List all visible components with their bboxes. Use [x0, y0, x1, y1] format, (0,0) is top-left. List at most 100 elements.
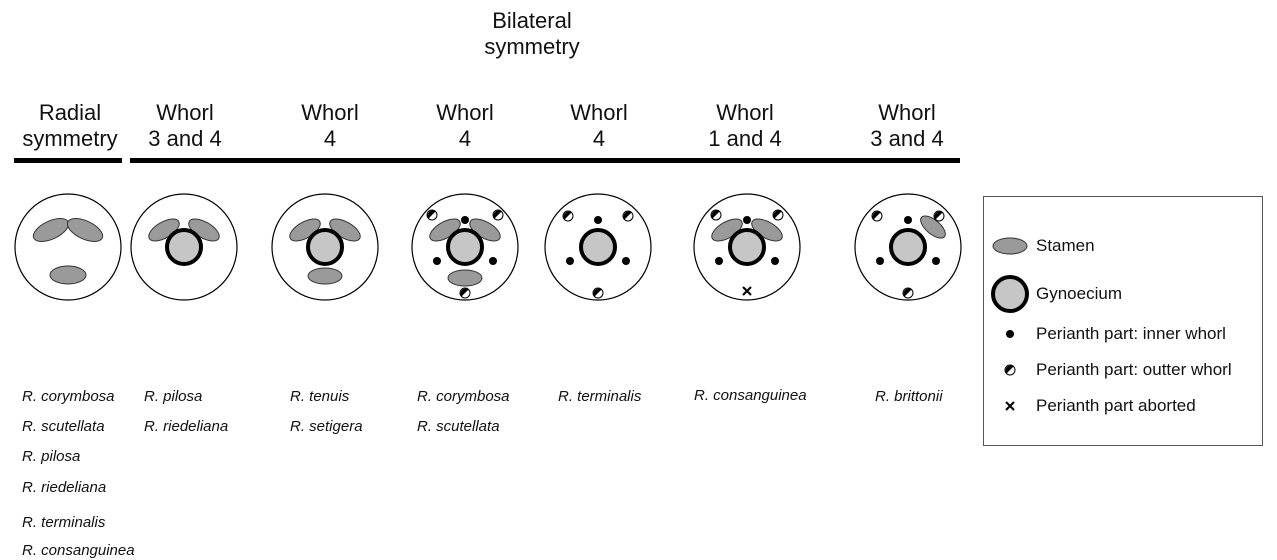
outer-perianth	[710, 209, 722, 221]
gynoecium	[446, 228, 484, 266]
legend-label: Perianth part: inner whorl	[1036, 324, 1226, 343]
outer-perianth	[902, 287, 914, 299]
legend-label: Gynoecium	[1036, 284, 1122, 303]
radial-bar	[14, 158, 122, 163]
outer-perianth	[492, 209, 504, 221]
legend-label: Stamen	[1036, 236, 1095, 255]
species-name: R. scutellata	[22, 418, 105, 435]
species-name: R. scutellata	[417, 418, 500, 435]
header-line: 3 and 4	[148, 126, 222, 151]
gynoecium	[889, 228, 927, 266]
legend-item-stamen: Stamen	[984, 231, 1095, 261]
header-line: Radial	[38, 100, 102, 125]
species-name: R. terminalis	[558, 388, 642, 405]
inner-perianth-icon	[984, 328, 1036, 340]
outer-perianth	[562, 210, 574, 222]
header-line: Whorl	[156, 100, 214, 125]
outer-perianth	[871, 210, 883, 222]
flower-diagram-whorl-4-c	[544, 193, 652, 301]
species-name: R. consanguinea	[22, 542, 135, 559]
flower-diagram-whorl-3-4	[130, 193, 238, 301]
outer-perianth	[459, 287, 471, 299]
species-name: R. corymbosa	[417, 388, 510, 405]
header-line: 1 and 4	[708, 126, 782, 151]
legend-item-inner-perianth: Perianth part: inner whorl	[984, 319, 1226, 349]
header-line: 4	[323, 126, 337, 151]
inner-perianth	[876, 257, 884, 265]
species-name: R. brittonii	[875, 388, 943, 405]
species-name: R. setigera	[290, 418, 363, 435]
inner-perianth	[594, 216, 602, 224]
aborted-perianth	[742, 286, 752, 296]
flower-diagram-whorl-4-a	[271, 193, 379, 301]
inner-perianth	[771, 257, 779, 265]
stamen	[66, 218, 104, 242]
inner-perianth	[622, 257, 630, 265]
species-name: R. terminalis	[22, 514, 106, 531]
species-name: R. riedeliana	[144, 418, 229, 435]
column-header-5: Whorl 1 and 4	[690, 100, 800, 152]
column-header-3: Whorl 4	[410, 100, 520, 152]
species-name: R. riedeliana	[22, 479, 107, 496]
header-line: Whorl	[570, 100, 628, 125]
stamen	[307, 267, 343, 285]
outer-perianth	[933, 210, 945, 222]
bilateral-symmetry-header: Bilateral symmetry	[432, 8, 632, 60]
inner-perianth	[566, 257, 574, 265]
inner-perianth	[433, 257, 441, 265]
outer-perianth-icon	[984, 363, 1036, 377]
flower-diagram-whorl-3-4-b	[854, 193, 962, 301]
gynoecium	[728, 228, 766, 266]
header-line: 3 and 4	[870, 126, 944, 151]
header-line: Whorl	[716, 100, 774, 125]
header-line: symmetry	[22, 126, 118, 151]
gynoecium	[165, 228, 203, 266]
inner-perianth	[743, 216, 751, 224]
stamen	[447, 269, 483, 287]
column-header-6: Whorl 3 and 4	[852, 100, 962, 152]
species-name: R. pilosa	[22, 448, 81, 465]
inner-perianth	[904, 216, 912, 224]
gynoecium-icon	[984, 272, 1036, 316]
stamen-icon	[984, 236, 1036, 256]
outer-perianth	[426, 209, 438, 221]
species-name: R. pilosa	[144, 388, 203, 405]
outer-perianth	[772, 209, 784, 221]
outer-perianth	[592, 287, 604, 299]
species-name: R. consanguinea	[694, 387, 807, 404]
legend-item-gynoecium: Gynoecium	[984, 275, 1122, 313]
column-header-4: Whorl 4	[544, 100, 654, 152]
gynoecium	[306, 228, 344, 266]
species-name: R. tenuis	[290, 388, 350, 405]
flower-diagram-radial	[14, 193, 122, 301]
legend-label: Perianth part aborted	[1036, 396, 1196, 415]
inner-perianth	[932, 257, 940, 265]
stamen	[920, 215, 946, 239]
flower-diagram-whorl-1-4	[693, 193, 801, 301]
flower-diagram-whorl-4-b	[411, 193, 519, 301]
header-line: Whorl	[301, 100, 359, 125]
column-header-1: Whorl 3 and 4	[130, 100, 240, 152]
floral-diagrams	[14, 193, 962, 301]
inner-perianth	[715, 257, 723, 265]
legend-item-outer-perianth: Perianth part: outter whorl	[984, 355, 1232, 385]
header-line: 4	[592, 126, 606, 151]
legend-label: Perianth part: outter whorl	[1036, 360, 1232, 379]
legend-item-aborted-perianth: Perianth part aborted	[984, 391, 1196, 421]
header-line: Whorl	[436, 100, 494, 125]
radial-symmetry-header: Radial symmetry	[10, 100, 130, 152]
legend-box: Stamen Gynoecium Perianth part: inner wh…	[983, 196, 1263, 446]
stamen	[49, 265, 87, 285]
inner-perianth	[489, 257, 497, 265]
header-line: symmetry	[484, 34, 580, 59]
column-header-2: Whorl 4	[275, 100, 385, 152]
outer-perianth	[622, 210, 634, 222]
gynoecium	[579, 228, 617, 266]
header-line: Whorl	[878, 100, 936, 125]
header-line: 4	[458, 126, 472, 151]
header-line: Bilateral	[492, 8, 572, 33]
bilateral-bar	[130, 158, 960, 163]
aborted-perianth-icon	[984, 400, 1036, 412]
inner-perianth	[461, 216, 469, 224]
species-name: R. corymbosa	[22, 388, 115, 405]
